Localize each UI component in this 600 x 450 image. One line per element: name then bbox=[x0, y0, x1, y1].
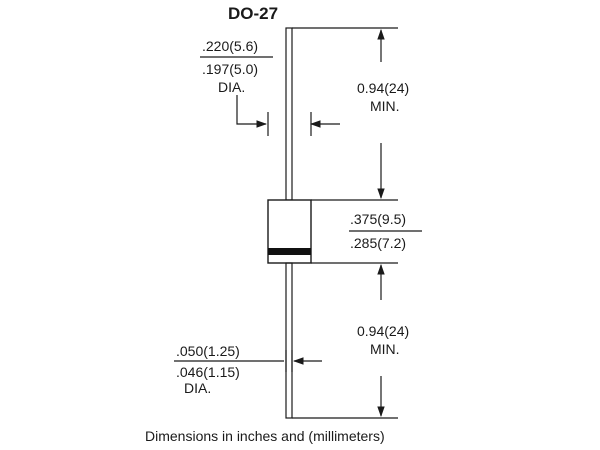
package-title: DO-27 bbox=[228, 4, 278, 23]
body-diameter-suffix: DIA. bbox=[218, 79, 245, 95]
lead-length-top-suffix: MIN. bbox=[370, 98, 400, 114]
body-length-dimension: .375(9.5) .285(7.2) bbox=[311, 199, 422, 264]
bottom-lead bbox=[285, 262, 293, 419]
lead-length-bottom-value: 0.94(24) bbox=[357, 323, 409, 339]
body-diameter-min: .197(5.0) bbox=[202, 61, 258, 77]
units-note: Dimensions in inches and (millimeters) bbox=[145, 428, 385, 444]
body-length-min: .285(7.2) bbox=[350, 235, 406, 251]
body-length-max: .375(9.5) bbox=[350, 211, 406, 227]
lead-length-bottom-dimension: 0.94(24) MIN. bbox=[292, 263, 409, 419]
lead-length-bottom-suffix: MIN. bbox=[370, 341, 400, 357]
diode-component bbox=[267, 27, 312, 419]
lead-length-top-dimension: 0.94(24) MIN. bbox=[292, 27, 409, 200]
lead-length-top-value: 0.94(24) bbox=[357, 80, 409, 96]
body-diameter-dimension: .220(5.6) .197(5.0) DIA. bbox=[200, 38, 340, 136]
top-lead bbox=[285, 27, 293, 201]
body-diameter-leader bbox=[236, 95, 268, 128]
lead-diameter-min: .046(1.15) bbox=[176, 364, 240, 380]
lead-diameter-dimension: .050(1.25) .046(1.15) DIA. bbox=[174, 343, 322, 396]
lead-diameter-suffix: DIA. bbox=[184, 380, 211, 396]
lead-diameter-max: .050(1.25) bbox=[176, 343, 240, 359]
body-diameter-max: .220(5.6) bbox=[202, 38, 258, 54]
cathode-band bbox=[268, 248, 311, 255]
